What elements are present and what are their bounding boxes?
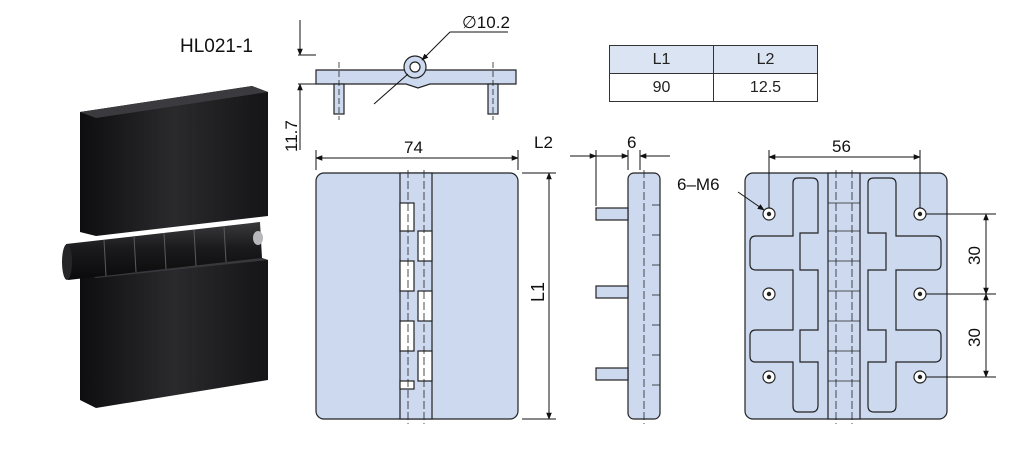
spec-value-l1: 90	[609, 73, 714, 102]
width-label: 74	[404, 138, 423, 157]
dim-holes-leader	[737, 191, 765, 211]
table-row: 90 12.5	[609, 73, 818, 102]
top-view	[315, 55, 517, 120]
spec-value-l2: 12.5	[713, 73, 818, 102]
pitch-lower-label: 30	[965, 328, 984, 347]
dim-l2-thickness	[570, 150, 670, 206]
thickness-label: 6	[627, 133, 636, 152]
l1-label: L1	[528, 282, 548, 302]
l2-label: L2	[534, 133, 553, 152]
dim-diameter	[373, 31, 508, 105]
front-view	[315, 170, 519, 424]
spec-table: L1 L2 90 12.5	[609, 45, 818, 102]
hinge-photo	[62, 86, 268, 408]
dim-width	[315, 150, 519, 170]
spec-header-l1: L1	[609, 45, 714, 74]
hole-span-label: 56	[832, 137, 851, 156]
dim-pitch	[926, 213, 996, 378]
dim-l1	[522, 172, 556, 420]
dim-hole-span	[768, 150, 921, 208]
dim-height	[297, 20, 316, 150]
height-label: 11.7	[282, 120, 301, 152]
back-view	[744, 170, 948, 424]
pin-diameter-label: ∅10.2	[462, 13, 510, 32]
pin-end	[253, 231, 263, 245]
spec-header-l2: L2	[713, 45, 818, 74]
pitch-upper-label: 30	[965, 246, 984, 265]
side-view	[595, 170, 661, 424]
holes-label: 6–M6	[677, 175, 720, 194]
model-label: HL021-1	[180, 36, 253, 57]
spec-table-header: L1 L2	[609, 45, 818, 74]
